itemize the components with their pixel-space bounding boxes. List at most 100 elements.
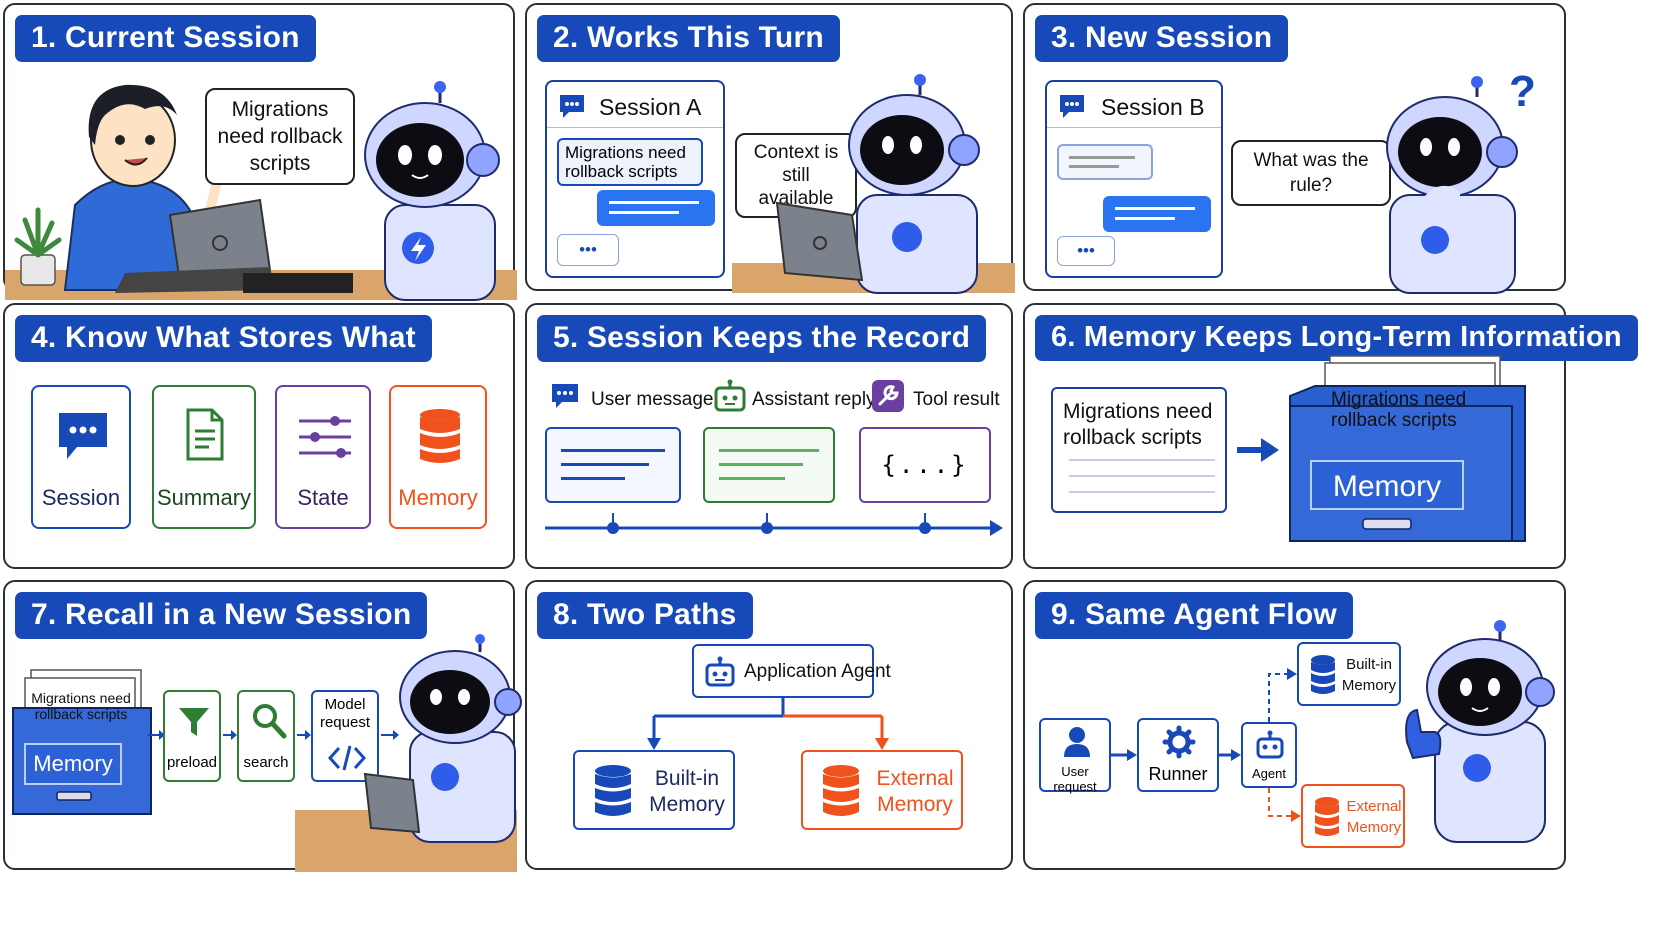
step-label: Model request: [319, 696, 371, 731]
panel-title: 8. Two Paths: [537, 592, 753, 639]
panel-know-what-stores-what: 4. Know What Stores What Session Summary…: [3, 303, 515, 569]
panel-works-this-turn: 2. Works This Turn Session A Migrations …: [525, 3, 1015, 294]
chat-bubble-icon: [552, 384, 578, 408]
sliders-icon: [299, 416, 351, 458]
application-agent-box: Application Agent: [692, 644, 891, 698]
step-search: search: [237, 690, 295, 782]
external-memory-label: External Memory: [876, 767, 954, 816]
panel-new-session: 3. New Session Session B ••• What was th…: [1023, 3, 1566, 294]
store-card-memory[interactable]: Memory: [389, 385, 487, 529]
legend-assistant-reply: Assistant reply: [752, 389, 876, 410]
chat-bubble-icon: [1060, 95, 1084, 118]
gear-icon: [1162, 725, 1196, 759]
plant-icon: [14, 207, 62, 286]
database-icon: [823, 765, 859, 816]
record-tool-result: {...}: [859, 427, 991, 503]
code-icon: [327, 745, 367, 771]
empty-message-bubble: [1057, 144, 1153, 180]
document-icon: [186, 408, 224, 461]
speech-bubble: Migrations need rollback scripts: [205, 88, 355, 185]
built-in-memory-label: Built-in Memory: [1341, 656, 1397, 694]
panel-recall-new-session: 7. Recall in a New Session Migrations ne…: [3, 580, 522, 872]
legend-user-message: User message: [591, 389, 714, 410]
store-label: Summary: [156, 485, 252, 510]
panel-memory-long-term: 6. Memory Keeps Long-Term Information Mi…: [1023, 303, 1638, 569]
timeline-arrow: [545, 513, 1003, 536]
record-assistant-reply: [703, 427, 835, 503]
memory-file-box-illustration: [1289, 355, 1526, 542]
panel-title: 4. Know What Stores What: [15, 315, 432, 362]
assistant-reply-bubble: [597, 190, 715, 226]
database-icon: [420, 409, 460, 463]
speech-bubble: What was the rule?: [1231, 140, 1391, 206]
stored-note-text: Migrations need rollback scripts: [1331, 389, 1467, 431]
chat-bubble-icon: [59, 413, 107, 459]
agent-label: Application Agent: [744, 661, 891, 682]
session-window: Session B •••: [1045, 80, 1223, 278]
magnifier-icon: [253, 704, 287, 739]
step-preload: preload: [163, 690, 221, 782]
confused-robot-illustration: [1386, 76, 1518, 294]
built-in-memory-box: Built-in Memory: [1297, 642, 1401, 706]
panel-title: 5. Session Keeps the Record: [537, 315, 987, 362]
store-card-summary[interactable]: Summary: [152, 385, 256, 529]
external-memory-box: External Memory: [801, 750, 963, 830]
panel-title: 2. Works This Turn: [537, 15, 840, 62]
panel-session-keeps-record: 5. Session Keeps the Record User message…: [525, 303, 1013, 569]
panel-title: 3. New Session: [1035, 15, 1289, 62]
panel-same-agent-flow: 9. Same Agent Flow User request Runner A…: [1023, 580, 1566, 870]
robot-with-laptop-illustration: [732, 74, 1015, 294]
step-model-request: Model request: [311, 690, 379, 782]
note-card: Migrations need rollback scripts: [1051, 387, 1227, 513]
typing-indicator: •••: [1057, 236, 1115, 266]
session-label: Session A: [599, 94, 702, 120]
memory-file-box-illustration: [12, 669, 152, 815]
built-in-memory-label: Built-in Memory: [649, 767, 725, 816]
panel-title: 1. Current Session: [15, 15, 316, 62]
store-label: State: [297, 485, 349, 510]
panel-title: 9. Same Agent Flow: [1035, 592, 1353, 639]
step-label: search: [243, 754, 289, 771]
stored-note-text: Migrations need rollback scripts: [31, 690, 131, 722]
laptop-icon: [115, 198, 275, 293]
store-label: Session: [41, 485, 121, 510]
robot-illustration: [364, 81, 500, 301]
user-request-box: User request: [1039, 718, 1111, 794]
note-text: Migrations need rollback scripts: [1063, 400, 1213, 449]
agent-box: Agent: [1241, 722, 1297, 788]
robot-icon: [714, 379, 746, 412]
session-window: Session A Migrations need rollback scrip…: [545, 80, 725, 278]
panel-current-session: 1. Current Session: [3, 3, 517, 301]
memory-box-label: Memory: [1332, 470, 1442, 503]
database-icon: [1311, 655, 1335, 694]
record-user-message: [545, 427, 681, 503]
store-card-session[interactable]: Session: [31, 385, 131, 529]
wrench-icon: [872, 380, 904, 412]
external-memory-box: External Memory: [1301, 784, 1405, 848]
store-card-state[interactable]: State: [275, 385, 371, 529]
panel-title: 6. Memory Keeps Long-Term Information: [1035, 315, 1638, 361]
flow-arrows: [1111, 668, 1301, 822]
step-label: preload: [166, 754, 218, 771]
runner-label: Runner: [1148, 764, 1208, 784]
robot-with-laptop-illustration: [295, 634, 522, 872]
branch-arrows: [647, 698, 889, 750]
scene-user-and-robot-illustration: [5, 81, 517, 301]
panel-title: 7. Recall in a New Session: [15, 592, 428, 639]
arrow-right-icon: [1237, 438, 1279, 462]
question-mark-icon: ?: [1509, 67, 1536, 116]
flow-arrows: [148, 730, 399, 740]
store-label: Memory: [398, 485, 478, 510]
thumbs-up-robot-illustration: [1405, 620, 1555, 843]
memory-box-label: Memory: [33, 751, 113, 776]
session-label: Session B: [1101, 94, 1205, 120]
panel-two-paths: 8. Two Paths Application Agent Built-in …: [525, 580, 1013, 870]
typing-indicator: •••: [557, 234, 619, 266]
user-icon: [1064, 727, 1090, 757]
funnel-icon: [179, 708, 209, 736]
assistant-reply-bubble: [1103, 196, 1211, 232]
robot-icon: [705, 656, 735, 687]
built-in-memory-box: Built-in Memory: [573, 750, 735, 830]
database-icon: [595, 765, 631, 816]
runner-box: Runner: [1137, 718, 1219, 792]
